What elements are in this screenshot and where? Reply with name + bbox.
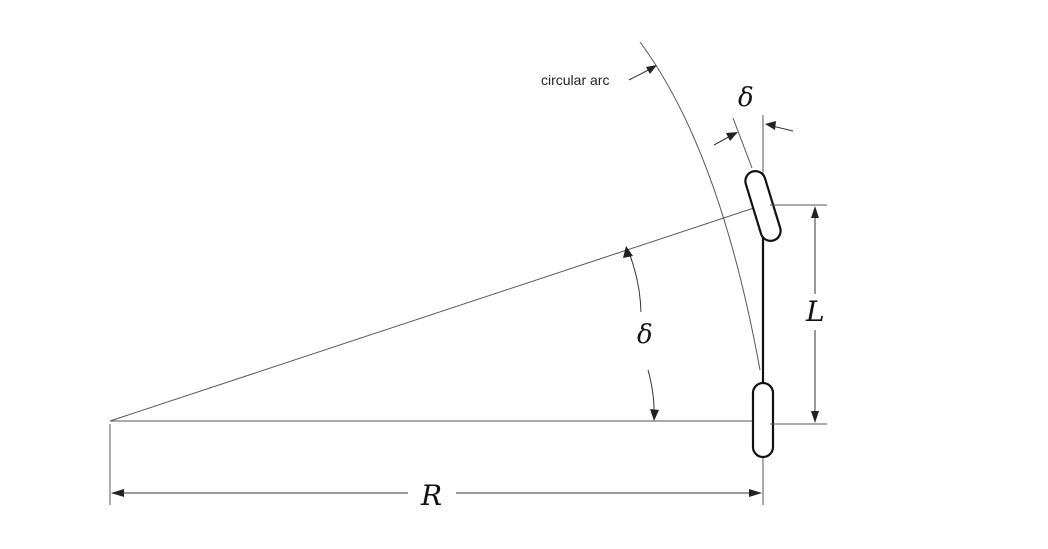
circular-arc-label: circular arc	[541, 72, 609, 88]
top-delta-arrowhead-left	[726, 132, 738, 141]
steer-reference-line	[732, 117, 753, 169]
arc-callout-arrowhead	[646, 65, 657, 74]
r-arrowhead-right	[749, 489, 762, 497]
radius-label: R	[420, 479, 442, 512]
center-delta-arc-upper	[627, 249, 642, 313]
l-arrowhead-bottom	[811, 411, 819, 423]
top-delta-arrowhead-right	[765, 121, 776, 130]
center-steer-angle-label: δ	[637, 320, 653, 350]
rear-wheel	[751, 381, 775, 459]
center-delta-arrowhead-upper	[623, 246, 633, 258]
wheelbase-label: L	[805, 295, 825, 328]
r-arrowhead-left	[111, 489, 124, 497]
top-steer-angle-label: δ	[738, 83, 754, 113]
circular-arc	[639, 41, 761, 371]
l-arrowhead-top	[811, 206, 819, 218]
front-radius-line	[109, 204, 764, 422]
front-wheel	[744, 170, 782, 242]
center-delta-arrowhead-lower	[650, 409, 659, 421]
